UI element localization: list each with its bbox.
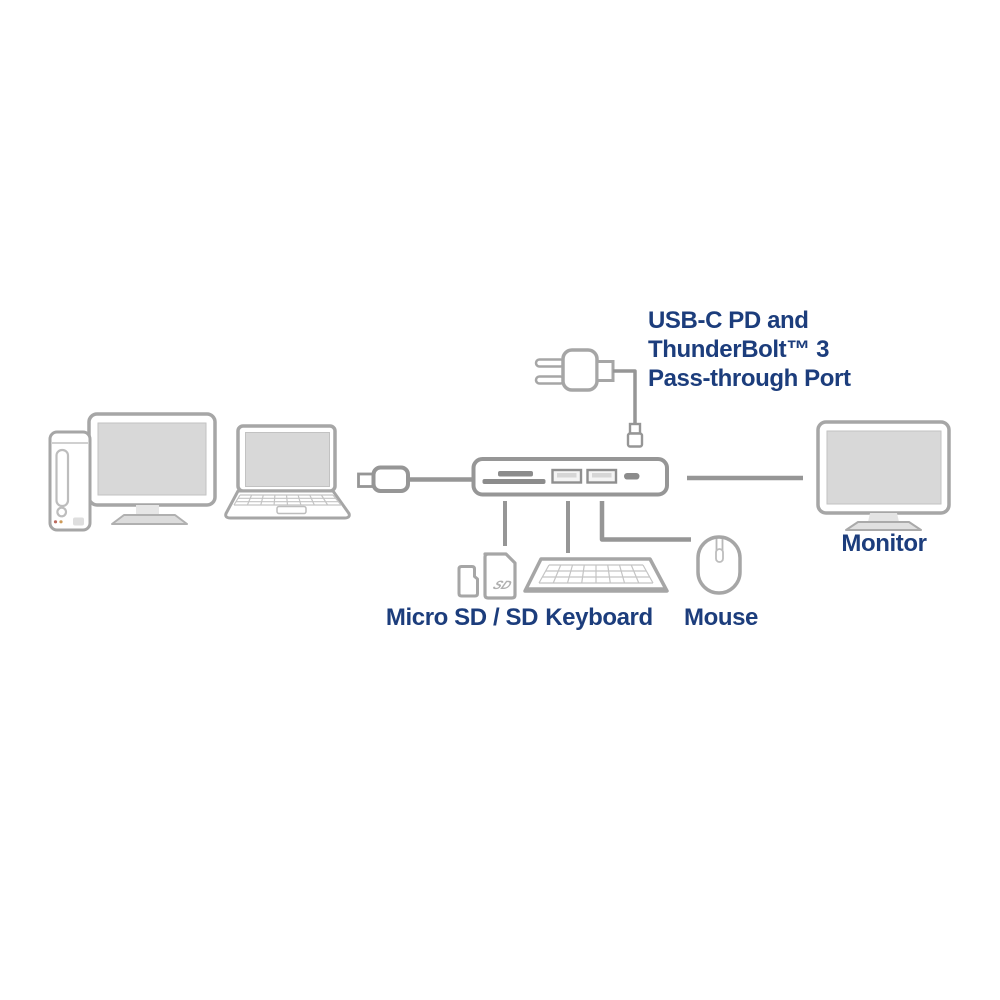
keyboard-icon xyxy=(523,557,669,593)
sd-logo: SD xyxy=(491,578,515,592)
mouse-icon xyxy=(696,535,742,595)
micro-sd-label: Micro SD / SD xyxy=(385,604,539,631)
hub-usb-c-port xyxy=(624,473,640,480)
desktop-monitor-icon xyxy=(87,412,217,525)
monitor-label: Monitor xyxy=(841,530,927,557)
keyboard-label: Keyboard xyxy=(545,604,653,631)
passthrough-port-label: USB-C PD and ThunderBolt™ 3 Pass-through… xyxy=(648,306,908,393)
usb-c-power-plug-icon xyxy=(626,422,644,448)
passthrough-line-2: ThunderBolt™ 3 xyxy=(648,336,830,363)
passthrough-line-1: USB-C PD and xyxy=(648,307,809,334)
hub-sd-slot xyxy=(482,479,546,484)
mouse-label: Mouse xyxy=(683,604,758,631)
laptop-trackpad xyxy=(276,505,307,515)
usb-c-connector-icon xyxy=(357,465,475,493)
hub-usb-a-port xyxy=(551,468,583,484)
micro-sd-card-icon xyxy=(457,565,479,598)
hub-usb-a-port xyxy=(586,468,618,484)
peripheral-cables xyxy=(503,501,691,553)
monitor-icon xyxy=(816,420,951,531)
mouse-scroll-wheel xyxy=(715,548,724,563)
keyboard-key-grid xyxy=(538,564,654,584)
passthrough-line-3: Pass-through Port xyxy=(648,365,851,392)
power-adapter-icon xyxy=(534,348,615,392)
usb-hub-icon xyxy=(471,457,669,497)
sd-card-icon: SD xyxy=(483,552,517,600)
desktop-tower-icon xyxy=(48,430,92,532)
hub-micro-sd-slot xyxy=(498,471,533,477)
adapter-cable xyxy=(613,369,637,423)
laptop-icon xyxy=(224,424,351,520)
laptop-key-grid xyxy=(233,494,342,506)
